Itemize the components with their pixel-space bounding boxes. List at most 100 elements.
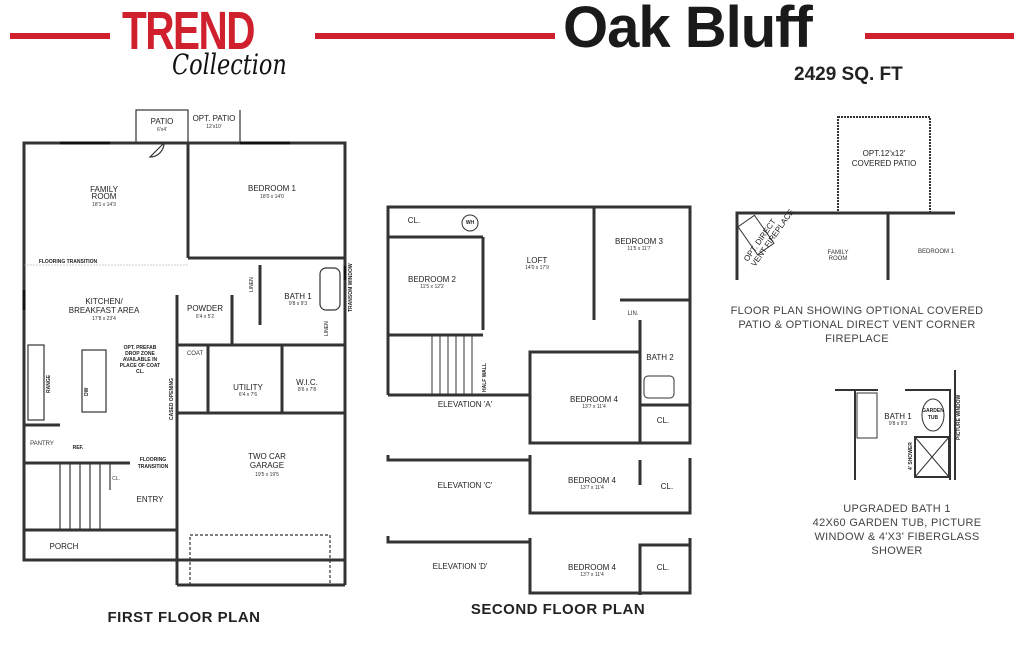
room-dim-powder: 6'4 x 5'2 [195,314,215,320]
covered-patio-outline [837,116,931,214]
drop-zone-line: OPT. PREFAB [123,345,157,351]
shower [914,436,950,478]
linen-label-2: LINEN [324,321,330,336]
caption-line: 42X60 GARDEN TUB, PICTURE [812,517,982,529]
room-label-garage-2: GARAGE [249,461,285,470]
caption-line: SHOWER [871,545,923,557]
range-label: RANGE [46,374,52,393]
logo-collection-text: Collection [172,48,287,81]
room-dim-bedroom3: 11'5 x 11'7 [627,246,651,252]
elevation-c-label: ELEVATION 'C' [437,481,493,490]
upgraded-bath-dim: 9'8 x 9'3 [888,421,908,427]
square-footage: 2429 SQ. FT [794,64,903,85]
stairs-second [431,335,473,395]
water-heater [461,214,479,232]
room-dim-family: 18'1 x 14'3 [92,202,116,208]
room-label-loft: LOFT [526,256,548,265]
linen-label-1: LINEN [249,277,255,292]
room-label-family: FAMILY [90,185,118,194]
option-family-room-label-2: ROOM [828,256,848,262]
water-heater-label: WH [465,220,475,226]
upgraded-bath-caption: UPGRADED BATH 1 42X60 GARDEN TUB, PICTUR… [813,502,982,558]
flooring-transition-note-2: FLOORING [139,457,167,463]
flooring-transition-note: FLOORING TRANSITION [38,259,98,265]
dishwasher-label: DW [84,387,90,396]
stairs-first [59,463,111,530]
bath2-tub [643,375,675,399]
drop-zone-note: OPT. PREFAB DROP ZONE AVAILABLE IN PLACE… [120,345,160,375]
room-label-porch: PORCH [49,542,79,551]
plan-title: Oak Bluff [563,0,813,60]
vanity [856,392,878,439]
second-floor-title: SECOND FLOOR PLAN [470,601,646,618]
room-label-bath1: BATH 1 [284,292,312,301]
room-dim-loft: 14'0 x 17'9 [525,265,549,271]
room-label-pantry: PANTRY [30,441,54,447]
room-label-kitchen: KITCHEN/ [85,297,123,306]
room-dim-kitchen: 17'8 x 23'4 [92,316,116,322]
caption-line: PATIO & OPTIONAL DIRECT VENT CORNER [738,319,976,331]
garden-tub-label: GARDEN [922,408,944,414]
room-label-bath2: BATH 2 [646,353,674,362]
caption-line: WINDOW & 4'X3' FIBERGLASS [814,531,980,543]
closet-label-d: CL. [656,563,670,572]
covered-patio-caption: FLOOR PLAN SHOWING OPTIONAL COVERED PATI… [731,304,984,346]
logo-trend-text: TREND [122,1,256,61]
room-dim-bath1: 9'8 x 9'3 [288,301,308,307]
header-rule-left [10,33,110,39]
room-label-kitchen-2: BREAKFAST AREA [68,306,140,315]
header-rule-middle [315,33,555,39]
cased-opening-label: CASED OPENING [169,378,175,420]
room-label-opt-patio: OPT. PATIO [192,114,236,123]
room-label-bedroom4: BEDROOM 4 [569,395,619,404]
garage-door [189,534,331,586]
room-label-wic: W.I.C. [296,378,318,387]
caption-line: UPGRADED BATH 1 [843,503,951,515]
room-label-garage: TWO CAR [248,452,286,461]
kitchen-island [81,349,107,413]
stair-closet-label: CL. [112,476,120,482]
garden-tub [921,398,945,432]
closet-label-c: CL. [660,482,674,491]
covered-patio-label-2: COVERED PATIO [851,159,917,168]
first-floor-outline [22,141,347,562]
fireplace [737,214,775,256]
room-label-utility: UTILITY [233,383,263,392]
garden-tub-label-2: TUB [927,415,939,421]
room-dim-garage: 19'5 x 19'5 [255,472,279,478]
porch-outline [23,529,178,561]
closet-label-2: CL. [656,416,670,425]
linen-closet-label: LIN. [627,311,639,317]
room-label-coat: COAT [186,351,204,357]
closet-label: CL. [407,216,421,225]
shower-label: 4' SHOWER [908,442,914,470]
room-dim-bedroom1: 18'0 x 14'0 [260,194,284,200]
caption-line: FLOOR PLAN SHOWING OPTIONAL COVERED [730,305,984,317]
room-dim-bedroom4: 13'7 x 11'4 [582,404,606,410]
patio-outline [135,109,189,144]
half-wall-label: HALF WALL [482,363,488,392]
room-dim-bedroom4-c: 13'7 x 11'4 [580,485,604,491]
room-label-bedroom4-c: BEDROOM 4 [567,476,617,485]
room-dim-patio: 6'x4' [157,127,167,133]
flooring-transition-note-2b: TRANSITION [137,464,169,470]
elevation-d-label: ELEVATION 'D' [432,562,488,571]
trend-logo: TREND Collection [122,1,298,80]
bathtub [319,267,341,311]
caption-line: FIREPLACE [825,333,889,345]
room-label-bedroom4-d: BEDROOM 4 [567,563,617,572]
room-dim-bedroom4-d: 13'7 x 11'4 [580,572,604,578]
room-label-bedroom2: BEDROOM 2 [407,275,457,284]
room-label-bedroom3: BEDROOM 3 [614,237,664,246]
room-label-patio: PATIO [150,117,174,126]
transom-window-label: TRANSOM WINDOW [348,263,354,312]
room-dim-opt-patio: 12'x10' [206,124,222,130]
option-family-room-label: FAMILY [827,250,849,256]
room-dim-utility: 6'4 x 7'6 [238,392,258,398]
option-bedroom1-label: BEDROOM 1 [917,249,955,255]
elevation-a-label: ELEVATION 'A' [437,400,493,409]
room-label-bedroom1: BEDROOM 1 [247,184,297,193]
kitchen-counter [27,344,45,421]
room-label-entry: ENTRY [136,495,164,504]
